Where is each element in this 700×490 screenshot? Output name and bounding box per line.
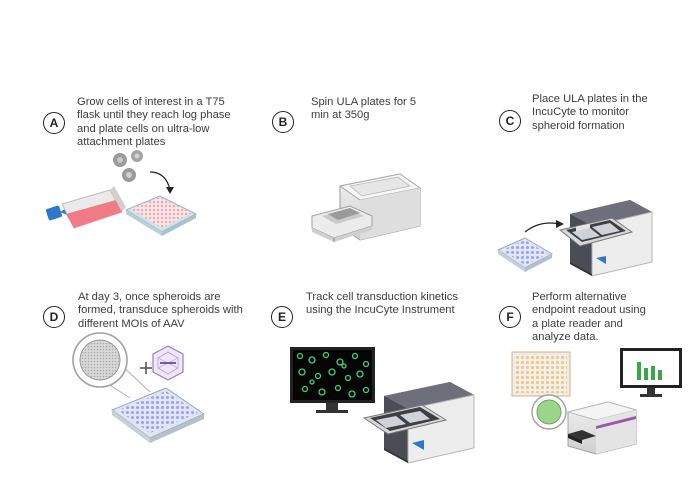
incucyte-instrument-icon-e <box>362 382 475 464</box>
step-a-text: Grow cells of interest in a T75 flask un… <box>77 96 231 149</box>
step-d-text: At day 3, once spheroids are formed, tra… <box>78 291 243 330</box>
step-b-badge: B <box>272 111 294 133</box>
step-d-badge: D <box>43 306 65 328</box>
step-f-text: Perform alternative endpoint readout usi… <box>532 291 646 344</box>
blue-plate-icon-c <box>496 237 554 272</box>
step-b-text: Spin ULA plates for 5 min at 350g <box>311 96 417 122</box>
bar-chart-monitor-icon <box>620 348 682 397</box>
step-e-text: Track cell transduction kinetics using t… <box>306 291 458 317</box>
step-c-badge: C <box>499 110 521 132</box>
arrow-icon <box>524 222 561 233</box>
beige-plate-icon <box>511 351 571 397</box>
step-a-badge: A <box>43 112 65 134</box>
incucyte-instrument-icon <box>558 200 653 277</box>
step-f-badge: F <box>499 306 521 328</box>
cells-icon <box>113 150 143 182</box>
well-magnifier-icon <box>531 394 567 430</box>
step-c-text: Place ULA plates in the IncuCyte to moni… <box>532 93 648 132</box>
centrifuge-icon <box>311 173 422 242</box>
microscopy-monitor-icon <box>290 347 375 413</box>
step-e-badge: E <box>271 306 293 328</box>
spheroid-magnifier-icon <box>72 332 151 399</box>
plate-reader-icon <box>566 401 638 455</box>
pink-plate-icon <box>124 195 198 236</box>
plus-icon <box>140 362 152 374</box>
aav-virus-icon <box>152 345 184 381</box>
flask-icon <box>46 186 126 229</box>
blue-plate-icon-d <box>110 387 206 443</box>
